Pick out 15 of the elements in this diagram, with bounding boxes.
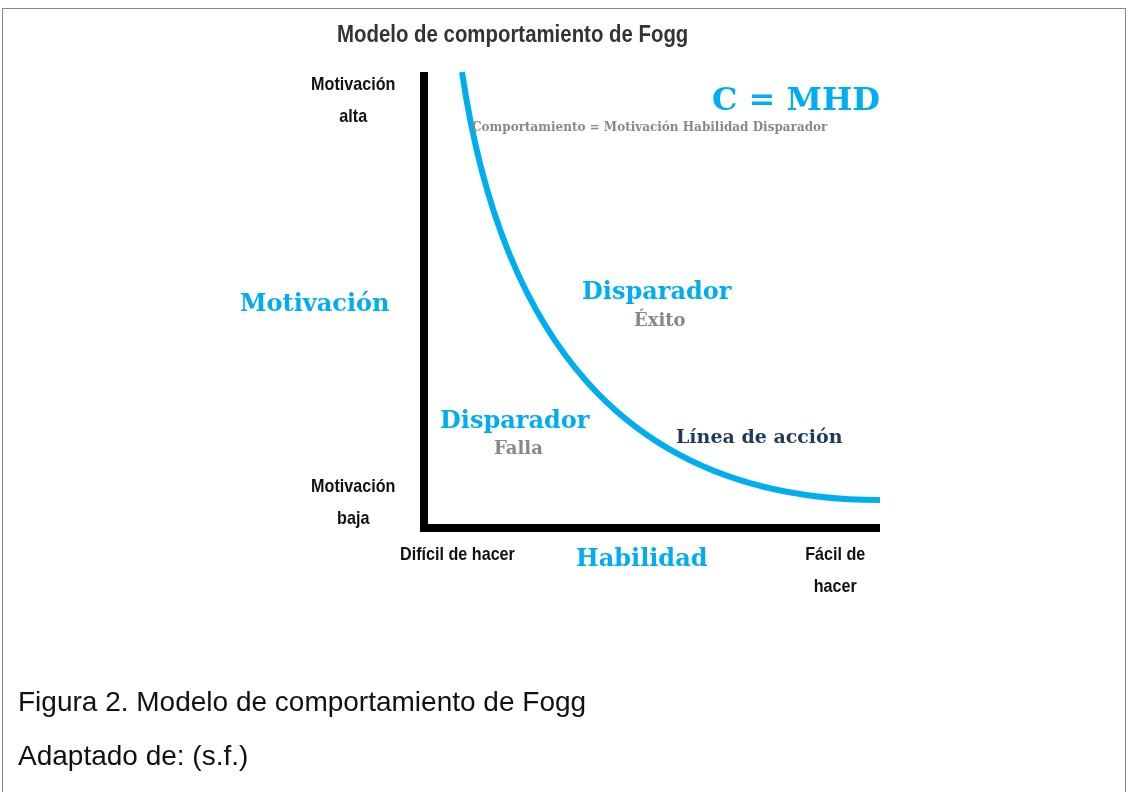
region-label: Disparador: [440, 405, 590, 434]
axis-tick-label: Motivación baja: [310, 474, 397, 530]
curve-label: Línea de acción: [676, 425, 843, 447]
region-sublabel: Falla: [494, 437, 543, 458]
axis-tick-label: Fácil de hacer: [804, 542, 867, 598]
figure-caption: Figura 2. Modelo de comportamiento de Fogg: [18, 686, 587, 718]
region-sublabel: Éxito: [634, 309, 686, 330]
source-note: Adaptado de: (s.f.): [18, 740, 249, 772]
region-label: Disparador: [582, 276, 732, 305]
axis-tick-label: Difícil de hacer: [400, 542, 515, 566]
axis-title: Habilidad: [576, 543, 708, 572]
chart-title: Modelo de comportamiento de Fogg: [337, 19, 689, 49]
formula: C = MHD: [712, 80, 880, 118]
axis-tick-label: Motivación alta: [310, 72, 397, 128]
axis-title: Motivación: [240, 288, 390, 317]
